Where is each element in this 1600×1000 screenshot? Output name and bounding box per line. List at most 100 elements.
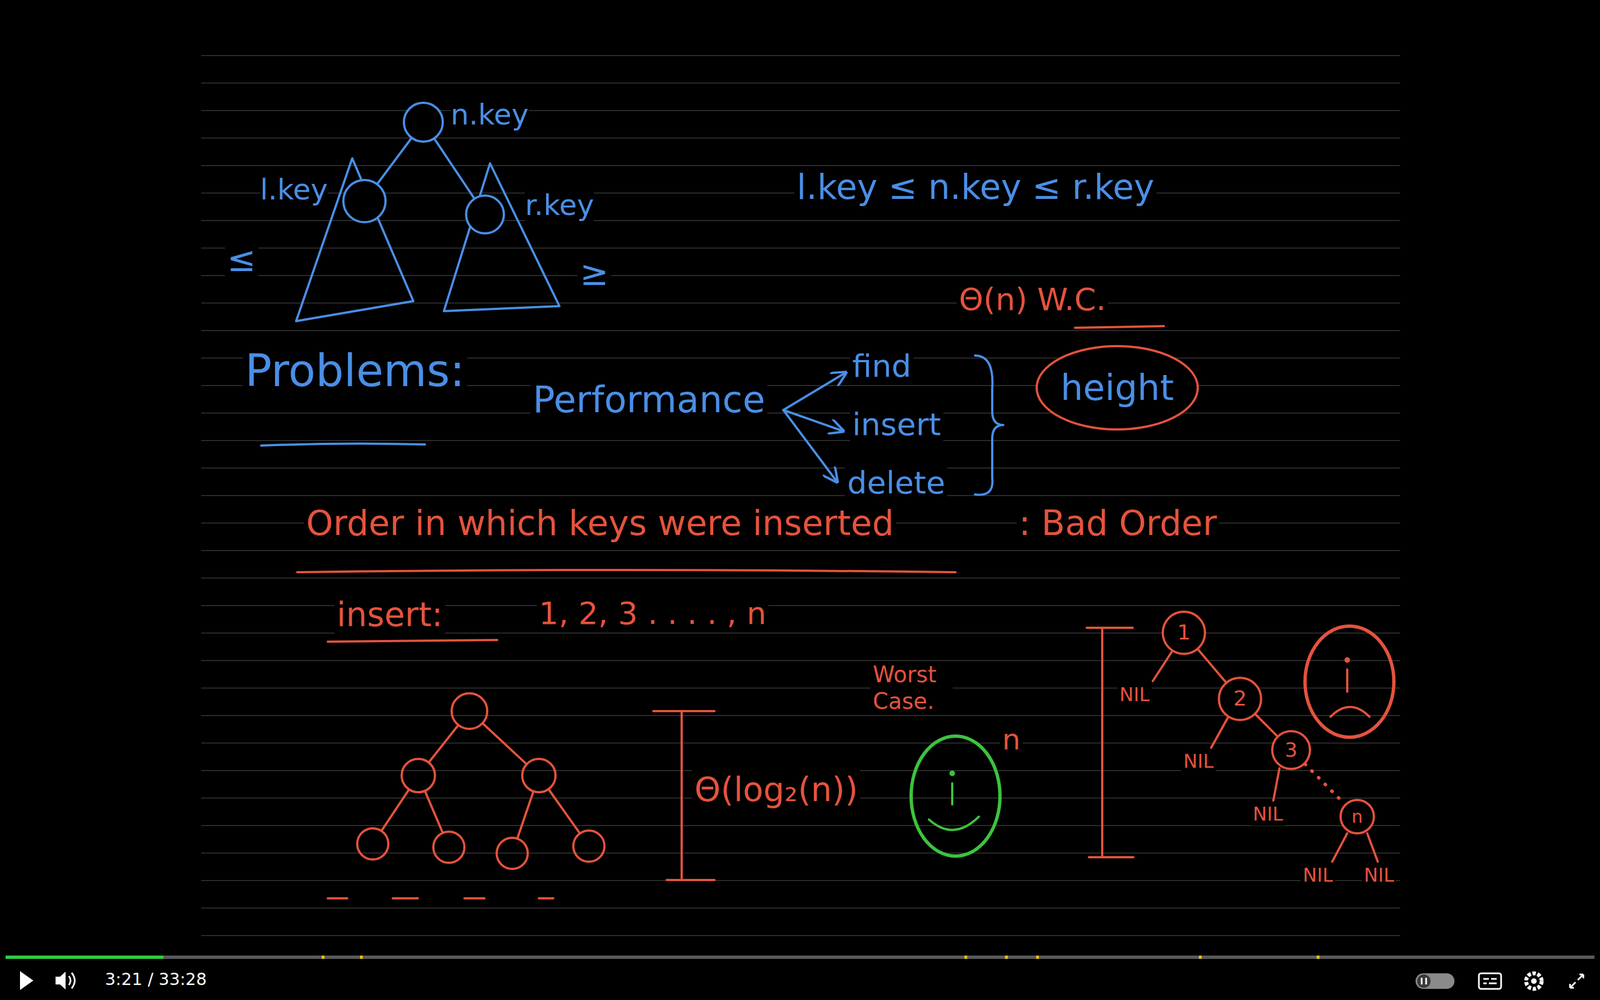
- ruled-line: [201, 412, 1400, 414]
- fullscreen-icon: [1570, 974, 1584, 988]
- pause-icon: [1421, 977, 1427, 985]
- tree-branch: [381, 789, 410, 832]
- node-text: 3: [1285, 737, 1298, 762]
- ruled-line: [201, 715, 1400, 717]
- nil-label: NIL: [1117, 683, 1152, 707]
- chapter-mark: [964, 955, 968, 959]
- insert-label: insert:: [334, 594, 445, 635]
- ruled-line: [201, 137, 1400, 139]
- chapter-mark: [1198, 955, 1202, 959]
- node-outline: [1218, 677, 1262, 720]
- tree-node: 2: [1217, 676, 1263, 722]
- relation-symbol: ≤: [225, 238, 259, 280]
- heading: Problems:: [242, 344, 468, 398]
- toggle-knob: [1417, 974, 1431, 988]
- node-heading: l.key: [260, 172, 328, 207]
- invariant-text: l.key ≤ n.key ≤ r.key: [794, 166, 1157, 208]
- tree-node-circle: [496, 837, 528, 869]
- ruled-line: [201, 247, 1400, 249]
- face-eye: [949, 770, 955, 777]
- chapter-mark: [360, 955, 363, 959]
- tree-node: 3: [1271, 730, 1312, 770]
- ruled-line: [201, 880, 1400, 882]
- tree-node-circle: [522, 758, 556, 793]
- settings-icon: [1526, 973, 1542, 989]
- chapter-mark: [1316, 955, 1320, 959]
- operation-label: find: [850, 347, 914, 385]
- node-outline: [343, 180, 386, 223]
- face-eye: [1344, 657, 1350, 663]
- highlight-ellipse: height: [1035, 345, 1199, 431]
- node-outline: [1340, 800, 1374, 834]
- ruled-line: [201, 275, 1400, 277]
- chapter-mark: [1036, 955, 1039, 959]
- dotted-link: [1305, 764, 1345, 805]
- arrow-line: [783, 410, 837, 481]
- subtree-triangle: [443, 163, 560, 312]
- tree-branch: [425, 791, 443, 834]
- tree-node-circle: [433, 831, 465, 863]
- nil-pointer: [1211, 717, 1228, 748]
- tree-edge: [1255, 714, 1277, 736]
- brace: [975, 355, 1004, 495]
- play-icon: [20, 971, 34, 990]
- captions-icon: [1478, 973, 1502, 989]
- tree-edge: [1198, 649, 1226, 682]
- ruled-line: [201, 577, 1400, 579]
- ruled-line: [201, 82, 1400, 84]
- progress-track: [5, 955, 1595, 959]
- tree-node-circle: [573, 830, 605, 862]
- operation-label: insert: [850, 405, 944, 443]
- smiley-face: [911, 736, 1000, 857]
- nil-label: NIL: [1361, 863, 1397, 887]
- ruled-line: [201, 907, 1400, 909]
- node-shape: [465, 194, 505, 235]
- tree-node-circle: [401, 758, 435, 793]
- dash: [538, 897, 554, 900]
- ruled-line: [201, 220, 1400, 222]
- ruled-line: [201, 55, 1400, 57]
- ruled-line: [201, 495, 1400, 497]
- face-smile: [928, 816, 979, 830]
- ruled-line: [201, 935, 1400, 937]
- complexity-formula: Θ(log₂(n)): [692, 769, 860, 810]
- toggle-switch: [1415, 973, 1455, 989]
- tree-node: 1: [1161, 610, 1207, 655]
- nil-label: NIL: [1250, 802, 1285, 826]
- nil-label: NIL: [1181, 750, 1216, 773]
- dash: [392, 897, 418, 900]
- tree-node-circle: [357, 828, 389, 860]
- tree-branch: [428, 725, 459, 763]
- time-display: 3:21 / 33:28: [102, 969, 209, 990]
- nil-label: NIL: [1300, 863, 1335, 887]
- topic-label: Performance: [530, 377, 768, 422]
- tree-node: n: [1339, 798, 1375, 835]
- ruled-line: [201, 550, 1400, 552]
- node-text: n: [1351, 806, 1363, 828]
- node-heading: r.key: [525, 187, 594, 223]
- ruled-line: [201, 825, 1400, 827]
- nil-pointer: [1273, 768, 1280, 801]
- node-text: 1: [1177, 620, 1191, 646]
- exponent-note: n: [1000, 722, 1023, 757]
- face-nose: [951, 783, 954, 805]
- ruled-line: [201, 852, 1400, 854]
- worst-case-note: Worst Case.: [870, 661, 953, 715]
- bracket: [1086, 627, 1134, 858]
- relation-symbol: ≥: [577, 252, 612, 294]
- tree-branch: [548, 788, 580, 834]
- arrow-line: [783, 373, 845, 410]
- operation-label: delete: [845, 463, 948, 502]
- ruled-line: [201, 302, 1400, 304]
- progress-fill: [5, 955, 164, 959]
- node-shape: [402, 101, 444, 143]
- underline: [261, 443, 425, 446]
- complexity-note: Θ(n) W.C.: [956, 280, 1109, 318]
- nil-pointer: [1332, 833, 1348, 862]
- ruled-line: [201, 687, 1400, 689]
- dash: [327, 897, 348, 900]
- node-outline: [466, 195, 504, 234]
- settings-hub: [1531, 978, 1537, 984]
